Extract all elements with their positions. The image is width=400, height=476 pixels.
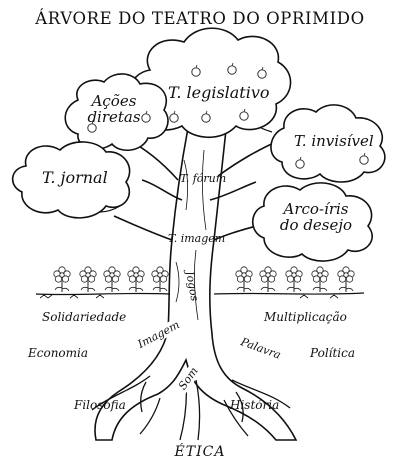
label-invisivel: T. invisível bbox=[294, 132, 374, 150]
label-politica: Política bbox=[310, 346, 356, 360]
label-legislativo: T. legislativo bbox=[168, 83, 270, 102]
page-title: ÁRVORE DO TEATRO DO OPRIMIDO bbox=[35, 9, 365, 28]
flowers-right bbox=[235, 266, 355, 293]
label-acoes-line1: Ações bbox=[91, 92, 137, 110]
ground-line bbox=[35, 292, 365, 296]
label-economia: Economia bbox=[28, 346, 89, 360]
label-imagem-trunk: T. imagem bbox=[168, 232, 226, 245]
label-arco-line2: do desejo bbox=[279, 215, 353, 234]
label-historia: História bbox=[230, 398, 280, 412]
cloud-jornal bbox=[11, 141, 131, 219]
flowers-left bbox=[53, 266, 169, 293]
label-acoes-line2: diretas bbox=[87, 107, 141, 126]
label-arco-iris: Arco-íris do desejo bbox=[276, 200, 356, 234]
label-filosofia: Filosofia bbox=[74, 398, 126, 412]
label-solidariedade: Solidariedade bbox=[42, 310, 127, 324]
label-arco-line1: Arco-íris bbox=[283, 200, 349, 218]
label-etica: ÉTICA bbox=[174, 444, 226, 460]
cloud-arco-iris bbox=[251, 182, 373, 262]
label-jornal: T. jornal bbox=[42, 168, 108, 187]
label-multiplicacao: Multiplicação bbox=[264, 310, 347, 324]
label-forum: T. fórum bbox=[180, 172, 227, 185]
tree-roots bbox=[91, 375, 291, 441]
label-acoes-diretas: Ações diretas bbox=[82, 92, 146, 126]
